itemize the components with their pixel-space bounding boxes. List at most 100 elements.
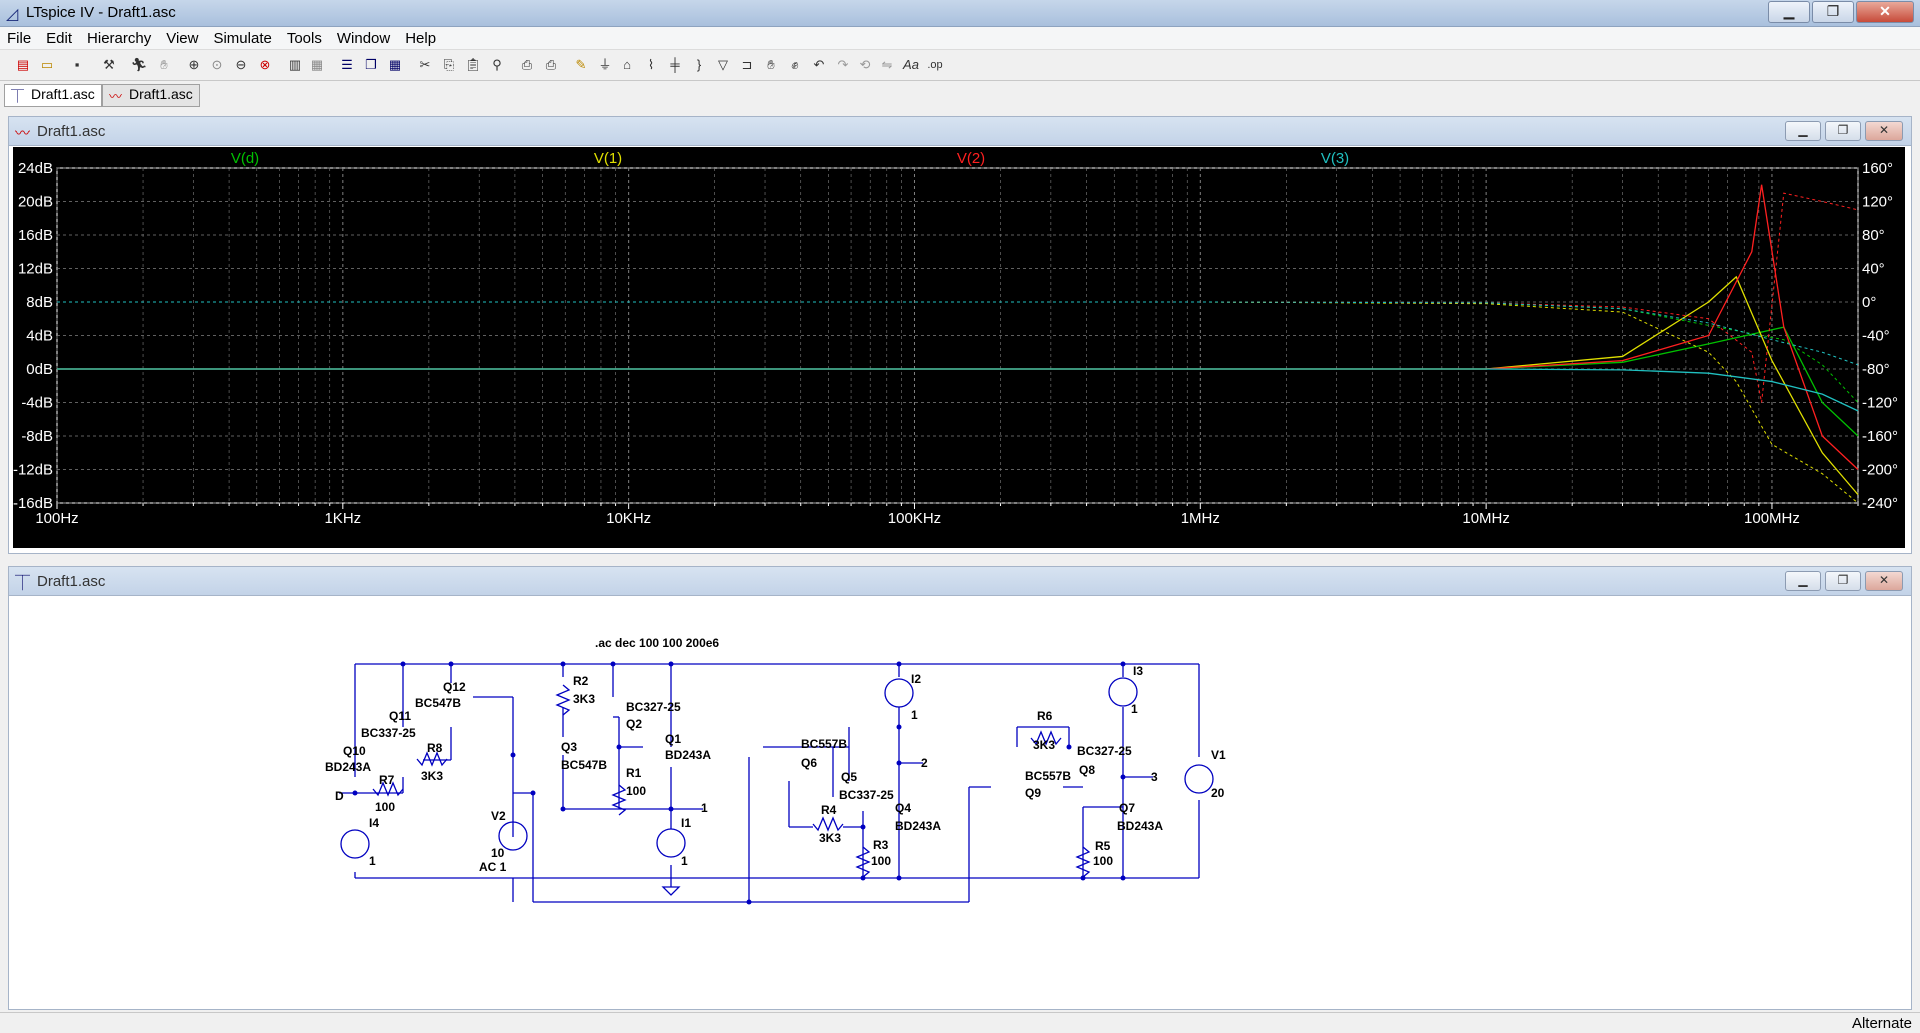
x-tick-label: 10MHz (1462, 510, 1510, 527)
minimize-icon[interactable]: ▁ (1768, 1, 1810, 23)
x-tick-label: 1MHz (1181, 510, 1220, 527)
resistor-symbol (416, 751, 448, 767)
y2-tick-label: 80° (1862, 227, 1885, 244)
pick-trace-icon[interactable]: ▦ (310, 57, 324, 72)
y-tick-label: 4dB (26, 328, 53, 345)
tile-horizontal-icon[interactable]: ☰ (341, 57, 353, 72)
component-label: 100 (375, 800, 395, 814)
undo-icon[interactable]: ↶ (813, 57, 825, 72)
x-tick-label: 100MHz (1744, 510, 1800, 527)
trace-magnitude-V(3) (57, 368, 1859, 412)
junction-dot (400, 661, 406, 667)
tab-waveform[interactable]: 〰 Draft1.asc (102, 84, 200, 107)
new-schematic-icon[interactable]: ▤ (16, 57, 30, 72)
zoom-in-icon[interactable]: ⊕ (188, 57, 200, 72)
restore-icon[interactable]: ❐ (1825, 571, 1861, 591)
component-label: R8 (427, 741, 443, 755)
label-net-icon[interactable]: ⌂ (623, 57, 631, 72)
component-label: R3 (873, 838, 889, 852)
move-icon[interactable]: ✋︎ (767, 57, 775, 72)
component-icon[interactable]: ⊐ (741, 57, 753, 72)
menu-file[interactable]: File (7, 30, 32, 47)
y2-tick-label: -120° (1862, 395, 1898, 412)
menu-tools[interactable]: Tools (286, 30, 322, 47)
menu-view[interactable]: View (166, 30, 199, 47)
drag-icon[interactable]: ✊︎ (791, 57, 799, 72)
component-label: 1 (911, 708, 918, 722)
save-icon[interactable]: ▪ (74, 57, 80, 72)
y-tick-label: 8dB (26, 294, 53, 311)
resistor-symbol (855, 846, 871, 878)
window-title: LTspice IV - Draft1.asc (26, 4, 176, 21)
paste-icon[interactable]: 📋︎ (464, 57, 482, 72)
cascade-icon[interactable]: ❐ (365, 57, 377, 72)
tab-schematic[interactable]: ⏉ Draft1.asc (4, 84, 102, 107)
ground-icon[interactable]: ⏚ (598, 57, 612, 72)
waveform-icon: 〰 (15, 125, 31, 142)
component-label: R1 (626, 766, 642, 780)
print-icon[interactable]: ⎙ (545, 57, 557, 72)
component-label: AC 1 (479, 860, 507, 874)
menu-window[interactable]: Window (336, 30, 391, 47)
waveform-window-titlebar: 〰 Draft1.asc ▁ ❐ ✕ (9, 117, 1911, 146)
open-icon[interactable]: ▭ (40, 57, 54, 72)
pan-icon[interactable]: ⊙ (211, 57, 223, 72)
resistor-symbol (372, 781, 404, 797)
copy-icon[interactable]: ⎘ (443, 57, 455, 72)
inductor-icon[interactable]: } (696, 57, 702, 72)
diode-icon[interactable]: ▽ (718, 57, 728, 72)
y-tick-label: 24dB (18, 160, 53, 177)
text-icon[interactable]: Aa (903, 57, 919, 72)
wire-icon[interactable]: ✎ (575, 57, 587, 72)
y-tick-label: 16dB (18, 227, 53, 244)
component-label: 100 (1093, 854, 1113, 868)
close-icon[interactable]: ✕ (1865, 121, 1903, 141)
junction-dot (448, 661, 454, 667)
component-label: Q6 (801, 756, 817, 770)
zoom-out-icon[interactable]: ⊖ (235, 57, 247, 72)
component-label: Q8 (1079, 763, 1095, 777)
component-label: BD243A (1117, 819, 1163, 833)
status-mode: Alternate (1851, 1015, 1912, 1032)
menu-hierarchy[interactable]: Hierarchy (87, 30, 152, 47)
autorange-icon[interactable]: ▥ (288, 57, 302, 72)
zoom-fit-icon[interactable]: ⊗ (259, 57, 271, 72)
menu-simulate[interactable]: Simulate (213, 30, 272, 47)
y2-tick-label: -240° (1862, 495, 1898, 512)
component-label: BC327-25 (626, 700, 681, 714)
junction-dot (860, 824, 866, 830)
control-panel-icon[interactable]: ⚒ (103, 57, 115, 72)
mirror-icon[interactable]: ⇋ (881, 57, 893, 72)
redo-icon[interactable]: ↷ (837, 57, 849, 72)
tile-vertical-icon[interactable]: ▦ (388, 57, 402, 72)
print-setup-icon[interactable]: ⎙ (521, 57, 533, 72)
menu-edit[interactable]: Edit (46, 30, 73, 47)
minimize-icon[interactable]: ▁ (1785, 121, 1821, 141)
y-tick-label: 20dB (18, 194, 53, 211)
resistor-icon[interactable]: ⌇ (647, 57, 655, 72)
find-icon[interactable]: ⚲ (492, 57, 502, 72)
resistor-symbol (1030, 730, 1062, 746)
component-label: 100 (626, 784, 646, 798)
run-icon[interactable]: 🏃︎ (130, 57, 148, 72)
component-label: 20 (1211, 786, 1225, 800)
rotate-icon[interactable]: ⟲ (859, 57, 871, 72)
menu-help[interactable]: Help (405, 30, 437, 47)
restore-icon[interactable]: ❐ (1812, 1, 1854, 23)
restore-icon[interactable]: ❐ (1825, 121, 1861, 141)
trace-magnitude-V(2) (57, 184, 1859, 470)
close-icon[interactable]: ✕ (1856, 1, 1914, 23)
halt-icon[interactable]: ✋︎ (160, 57, 168, 72)
cut-icon[interactable]: ✂ (419, 57, 431, 72)
spice-directive-icon[interactable]: .op (927, 59, 943, 71)
legend-V(1): V(1) (594, 150, 622, 167)
schematic-svg[interactable]: Q12BC547BQ11BC337-25R83K3Q10BD243AR7100D… (13, 597, 1905, 1004)
minimize-icon[interactable]: ▁ (1785, 571, 1821, 591)
capacitor-icon[interactable]: ╪ (670, 57, 680, 72)
close-icon[interactable]: ✕ (1865, 571, 1903, 591)
y2-tick-label: 0° (1862, 294, 1876, 311)
component-label: BD243A (895, 819, 941, 833)
